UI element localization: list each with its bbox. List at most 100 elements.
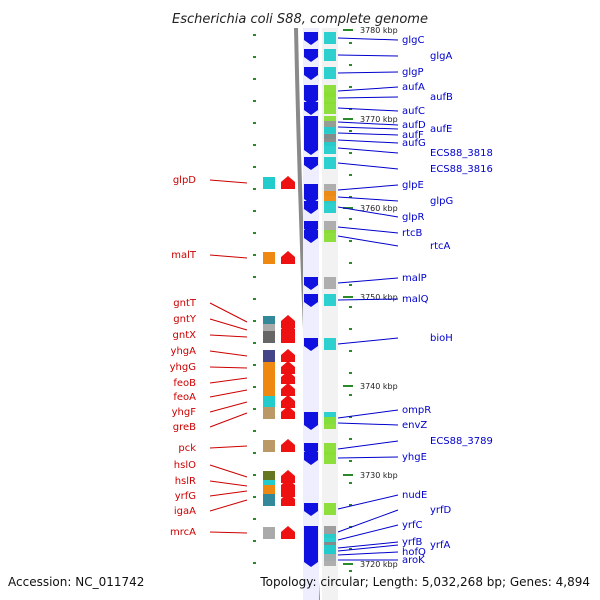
right-ruler-dot [349,460,352,462]
gene-label-right[interactable]: aufG [402,138,426,149]
gene-leader-line [209,179,248,184]
gene-label-right[interactable]: yrfD [430,505,452,516]
forward-cds-arrow [304,503,318,516]
gene-label-right[interactable]: aufA [402,82,425,93]
reverse-cds-arrow [281,315,295,328]
gene-label-right[interactable]: malP [402,273,427,284]
right-ruler-dot [349,64,352,66]
gene-label-right[interactable]: aufF [402,130,424,141]
forward-cds-arrow [304,338,318,351]
gene-leader-line [209,377,248,384]
right-ruler-dot [349,86,352,88]
gene-leader-line [209,318,248,331]
left-ruler-dot [253,474,256,476]
left-ruler-dot [253,298,256,300]
forward-cds-arrow [304,201,318,214]
gene-leader-line [209,334,248,338]
gene-leader-line [337,337,399,345]
kbp-tick-label: 3750 kbp [360,293,398,302]
gene-label-left[interactable]: hslO [174,460,196,471]
gene-label-right[interactable]: ECS88_3789 [430,436,493,447]
gene-label-right[interactable]: bioH [430,333,453,344]
gene-label-left[interactable]: yhgG [170,362,196,373]
left-ruler-dot [253,34,256,36]
forward-cds-arrow [304,417,318,430]
reverse-feature-block [263,407,275,419]
gene-label-right[interactable]: yrfA [430,540,451,551]
gene-label-left[interactable]: gntT [173,298,197,309]
left-ruler-dot [253,210,256,212]
gene-label-right[interactable]: yrfB [402,537,423,548]
feature-block [324,142,336,154]
gene-leader-line [337,235,399,247]
gene-label-right[interactable]: glpG [430,196,453,207]
gene-leader-line [337,147,399,154]
gene-label-left[interactable]: yhgF [172,407,197,418]
gene-label-right[interactable]: aufE [430,124,452,135]
gene-label-right[interactable]: glpE [402,180,424,191]
left-ruler-dot [253,232,256,234]
gene-label-right[interactable]: envZ [402,420,427,431]
feature-block [324,452,336,464]
left-ruler-dot [253,452,256,454]
left-ruler-dot [253,276,256,278]
gene-label-right[interactable]: glpR [402,212,424,223]
gene-label-right[interactable]: ECS88_3816 [430,164,493,175]
gene-label-right[interactable]: aufD [402,120,426,131]
gene-label-right[interactable]: glgP [402,67,424,78]
gene-label-left[interactable]: feoA [173,392,196,403]
gene-label-left[interactable]: gntX [173,330,197,341]
right-ruler-dot [349,196,352,198]
reverse-cds-arrow [281,526,295,539]
gene-leader-line [209,480,248,487]
gene-label-right[interactable]: ECS88_3818 [430,148,493,159]
gene-label-left[interactable]: hslR [175,476,196,487]
gene-label-right[interactable]: ompR [402,405,431,416]
feature-block [324,201,336,213]
right-ruler-dot [349,218,352,220]
gene-label-left[interactable]: feoB [173,378,196,389]
gene-label-left[interactable]: pck [178,443,196,454]
gene-label-right[interactable]: yrfC [402,520,423,531]
forward-cds-arrow [304,157,318,170]
feature-block [324,67,336,79]
gene-label-right[interactable]: malQ [402,294,429,305]
gene-leader-line [337,96,399,99]
gene-leader-line [209,302,248,323]
gene-label-left[interactable]: igaA [174,506,196,517]
feature-block [324,554,336,566]
gene-label-right[interactable]: glgC [402,35,424,46]
gene-leader-line [337,440,399,450]
gene-label-right[interactable]: rtcA [430,241,451,252]
gene-label-right[interactable]: aufB [430,92,453,103]
gene-label-right[interactable]: aufC [402,106,425,117]
reverse-cds-arrow [281,323,295,336]
gene-label-right[interactable]: rtcB [402,228,423,239]
gene-label-right[interactable]: yhgE [402,452,427,463]
right-ruler-dot [349,350,352,352]
gene-label-right[interactable]: aroK [402,555,425,566]
gene-label-right[interactable]: hofQ [402,547,426,558]
gene-label-left[interactable]: malT [171,250,197,261]
gene-leader-line [337,409,399,419]
left-ruler-dot [253,342,256,344]
gene-leader-line [209,445,248,449]
gene-leader-line [209,490,248,497]
gene-leader-line [209,531,248,534]
feature-block [324,503,336,515]
gene-label-left[interactable]: gntY [173,314,197,325]
feature-block [324,338,336,350]
gene-label-right[interactable]: nudE [402,490,427,501]
gene-leader-line [209,412,248,428]
gene-label-left[interactable]: yrfG [175,491,196,502]
forward-cds-arrow [304,102,318,115]
gene-label-left[interactable]: yhgA [171,346,197,357]
kbp-tick-label: 3760 kbp [360,204,398,213]
gene-label-left[interactable]: mrcA [170,527,196,538]
gene-label-right[interactable]: glgA [430,51,452,62]
left-ruler-dot [253,364,256,366]
gene-label-left[interactable]: glpD [173,175,196,186]
gene-leader-line [337,184,399,191]
forward-cds-arrow [304,32,318,45]
gene-label-left[interactable]: greB [173,422,196,433]
